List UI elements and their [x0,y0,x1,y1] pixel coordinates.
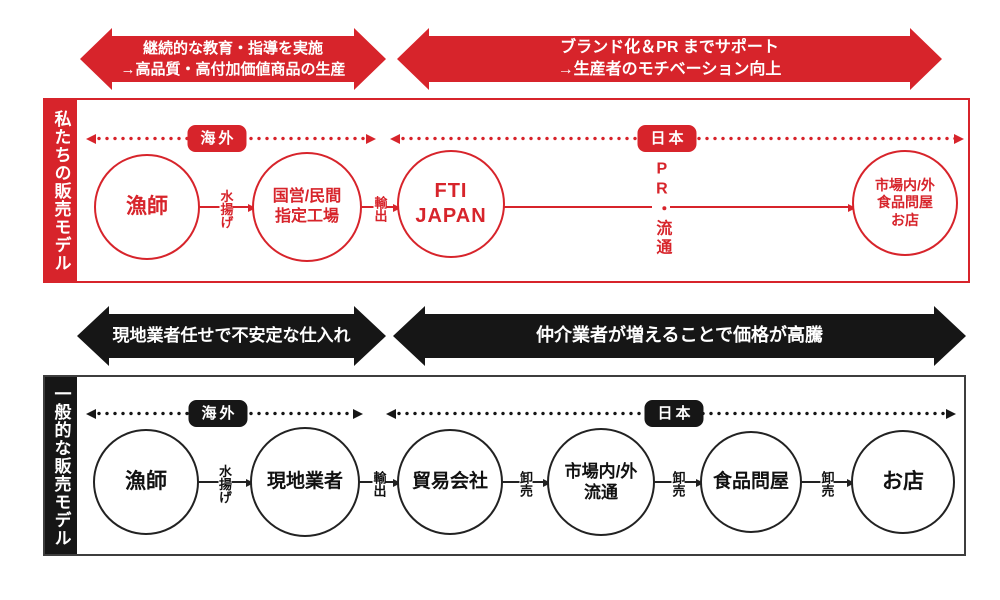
node-fisherman: 漁師 [94,154,200,260]
flow-wholesale-2: 卸売 [653,468,704,500]
node-trading-company: 貿易会社 [397,429,503,535]
flow-export: 輸出 [358,468,401,500]
flow-wholesale-1: 卸売 [501,468,551,500]
banner-unstable-sourcing-text: 現地業者任せで不安定な仕入れ [113,324,351,348]
node-label-line: 国営/民間 [272,188,342,205]
flow-pr-distribution-label: PR・流通 [652,156,671,262]
banner-line: 仲介業者が増えることで価格が高騰 [536,325,823,346]
flow-pr-distribution: PR・流通 [503,156,856,262]
banner-branding-support: ブランド化＆PR までサポート →生産者のモチベーション向上 [397,28,942,90]
flow-wholesale-3: 卸売 [800,468,855,500]
node-label-line: 市場内/外 [875,176,935,193]
node-designated-factory: 国営/民間 指定工場 [252,152,362,262]
node-market-wholesaler-shop: 市場内/外 食品問屋 お店 [852,150,958,256]
node-food-wholesaler: 食品問屋 [700,431,802,533]
node-label-line: 漁師 [125,469,167,493]
node-label-line: 現地業者 [266,471,343,493]
banner-branding-support-text: ブランド化＆PR までサポート →生産者のモチベーション向上 [558,37,782,82]
banner-education-support: 継続的な教育・指導を実施 →高品質・高付加価値商品の生産 [80,28,386,90]
node-fti-japan: FTI JAPAN [397,150,505,258]
flow-export-label: 輸出 [373,193,388,225]
node-market-distribution: 市場内/外 流通 [547,428,655,536]
node-label-line: JAPAN [415,205,487,227]
banner-line: 継続的な教育・指導を実施 [142,40,323,57]
node-label-line: 指定工場 [274,208,339,225]
node-label-line: お店 [891,211,919,228]
banner-unstable-sourcing: 現地業者任せで不安定な仕入れ [77,306,386,366]
flow-landing-label: 水揚げ [217,461,232,507]
node-label-line: 食品問屋 [877,194,933,211]
overseas-badge: 海外 [188,400,248,427]
flow-wholesale-label: 卸売 [671,468,686,500]
banner-price-surge-text: 仲介業者が増えることで価格が高騰 [536,323,823,348]
node-label-line: 食品問屋 [712,471,789,493]
our-model-box: 私たちの販売モデル 海外 日本 水揚げ 輸出 PR・流通 漁師 国営/民間 指定… [43,98,970,283]
node-label-line: 漁師 [126,194,168,218]
flow-export-label: 輸出 [372,468,387,500]
flow-wholesale-label: 卸売 [518,468,533,500]
node-label-line: 貿易会社 [411,471,488,493]
japan-badge: 日本 [637,125,697,152]
node-fisherman: 漁師 [93,429,199,535]
general-model-side-label: 一般的な販売モデル [45,377,77,554]
flow-export: 輸出 [360,193,401,225]
node-label-line: FTI [434,180,468,202]
flow-wholesale-label: 卸売 [820,468,835,500]
node-shop: お店 [851,430,955,534]
node-label-line: 市場内/外 [564,461,638,481]
banner-price-surge: 仲介業者が増えることで価格が高騰 [393,306,966,366]
node-label-line: お店 [882,469,924,493]
banner-education-support-text: 継続的な教育・指導を実施 →高品質・高付加価値商品の生産 [120,38,345,80]
japan-badge: 日本 [644,400,704,427]
flow-landing: 水揚げ [197,186,256,232]
overseas-badge: 海外 [187,125,247,152]
banner-line: ブランド化＆PR までサポート [560,38,779,56]
general-model-box: 一般的な販売モデル 海外 日本 水揚げ 輸出 卸売 卸売 卸売 漁師 現地 [43,375,966,556]
flow-landing: 水揚げ [196,461,254,507]
banner-line: →高品質・高付加価値商品の生産 [120,61,346,78]
node-local-trader: 現地業者 [250,427,360,537]
our-model-side-label: 私たちの販売モデル [45,100,77,281]
flow-landing-label: 水揚げ [219,186,234,232]
banner-line: →生産者のモチベーション向上 [557,61,782,78]
node-label-line: 流通 [584,483,618,502]
banner-line: 現地業者任せで不安定な仕入れ [112,326,351,346]
